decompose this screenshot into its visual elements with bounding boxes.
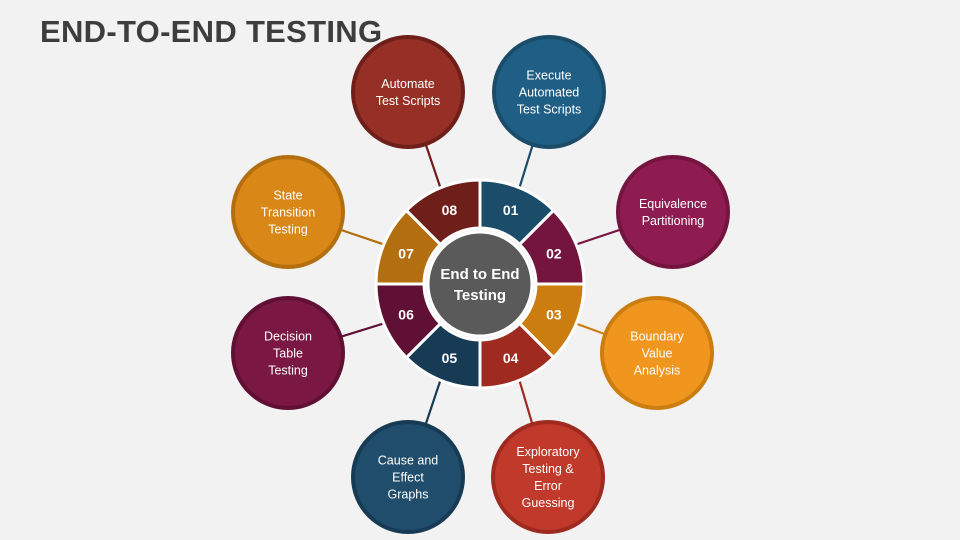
outer-circle-label-07: Testing [268, 223, 308, 237]
outer-circle-label-04: Error [534, 479, 562, 493]
outer-circle-label-03: Analysis [634, 364, 681, 378]
outer-circle-07 [231, 155, 345, 269]
center-hub-circle [426, 230, 534, 338]
outer-circle-label-06: Table [273, 347, 303, 361]
outer-circle-label-01: Execute [526, 69, 571, 83]
center-hub-label: Testing [454, 287, 506, 304]
outer-circle-label-03: Boundary [630, 330, 684, 344]
connector-line-03 [572, 321, 606, 336]
outer-circle-label-04: Guessing [522, 496, 575, 510]
outer-circle-label-07: Transition [261, 206, 315, 220]
outer-circle-label-02: Equivalence [639, 197, 707, 211]
outer-circle-label-05: Effect [392, 471, 424, 485]
outer-circle-04 [491, 420, 605, 534]
segment-number-05: 05 [442, 350, 458, 366]
connector-line-08 [424, 143, 443, 192]
segment-number-06: 06 [398, 307, 414, 323]
page-title: END-TO-END TESTING [40, 14, 383, 49]
outer-circle-08 [351, 35, 465, 149]
connector-line-04 [517, 376, 534, 425]
ring-segment-08 [404, 178, 482, 247]
connector-line-02 [572, 228, 622, 247]
segment-number-03: 03 [546, 307, 562, 323]
outer-circle-label-08: Automate [381, 77, 435, 91]
outer-circle-label-04: Testing & [522, 462, 574, 476]
outer-circle-label-08: Test Scripts [376, 94, 441, 108]
outer-circle-label-03: Value [641, 347, 672, 361]
outer-circle-label-04: Exploratory [516, 445, 580, 459]
outer-circle-label-06: Decision [264, 330, 312, 344]
connector-line-01 [517, 144, 534, 192]
center-hub-label: End to End [440, 266, 519, 283]
connector-line-07 [339, 228, 388, 247]
outer-circle-06 [231, 296, 345, 410]
segment-number-02: 02 [546, 245, 562, 261]
segment-number-08: 08 [442, 202, 458, 218]
outer-circle-label-07: State [273, 189, 302, 203]
outer-circle-label-06: Testing [268, 364, 308, 378]
outer-circle-label-01: Automated [519, 86, 580, 100]
segment-number-07: 07 [398, 245, 414, 261]
ring-segments: 01 02 03 04 05 06 07 08 [374, 178, 586, 390]
connector-line-06 [340, 321, 388, 338]
connector-lines [339, 143, 622, 426]
segment-number-01: 01 [503, 202, 519, 218]
outer-circle-label-01: Test Scripts [517, 103, 582, 117]
outer-circle-label-05: Graphs [388, 488, 429, 502]
outer-circle-02 [616, 155, 730, 269]
outer-circle-05 [351, 420, 465, 534]
outer-circle-label-05: Cause and [378, 454, 439, 468]
outer-circle-01 [492, 35, 606, 149]
outer-circle-03 [600, 296, 714, 410]
outer-circle-label-02: Partitioning [642, 214, 705, 228]
segment-number-04: 04 [503, 350, 519, 366]
connector-line-05 [424, 376, 443, 426]
